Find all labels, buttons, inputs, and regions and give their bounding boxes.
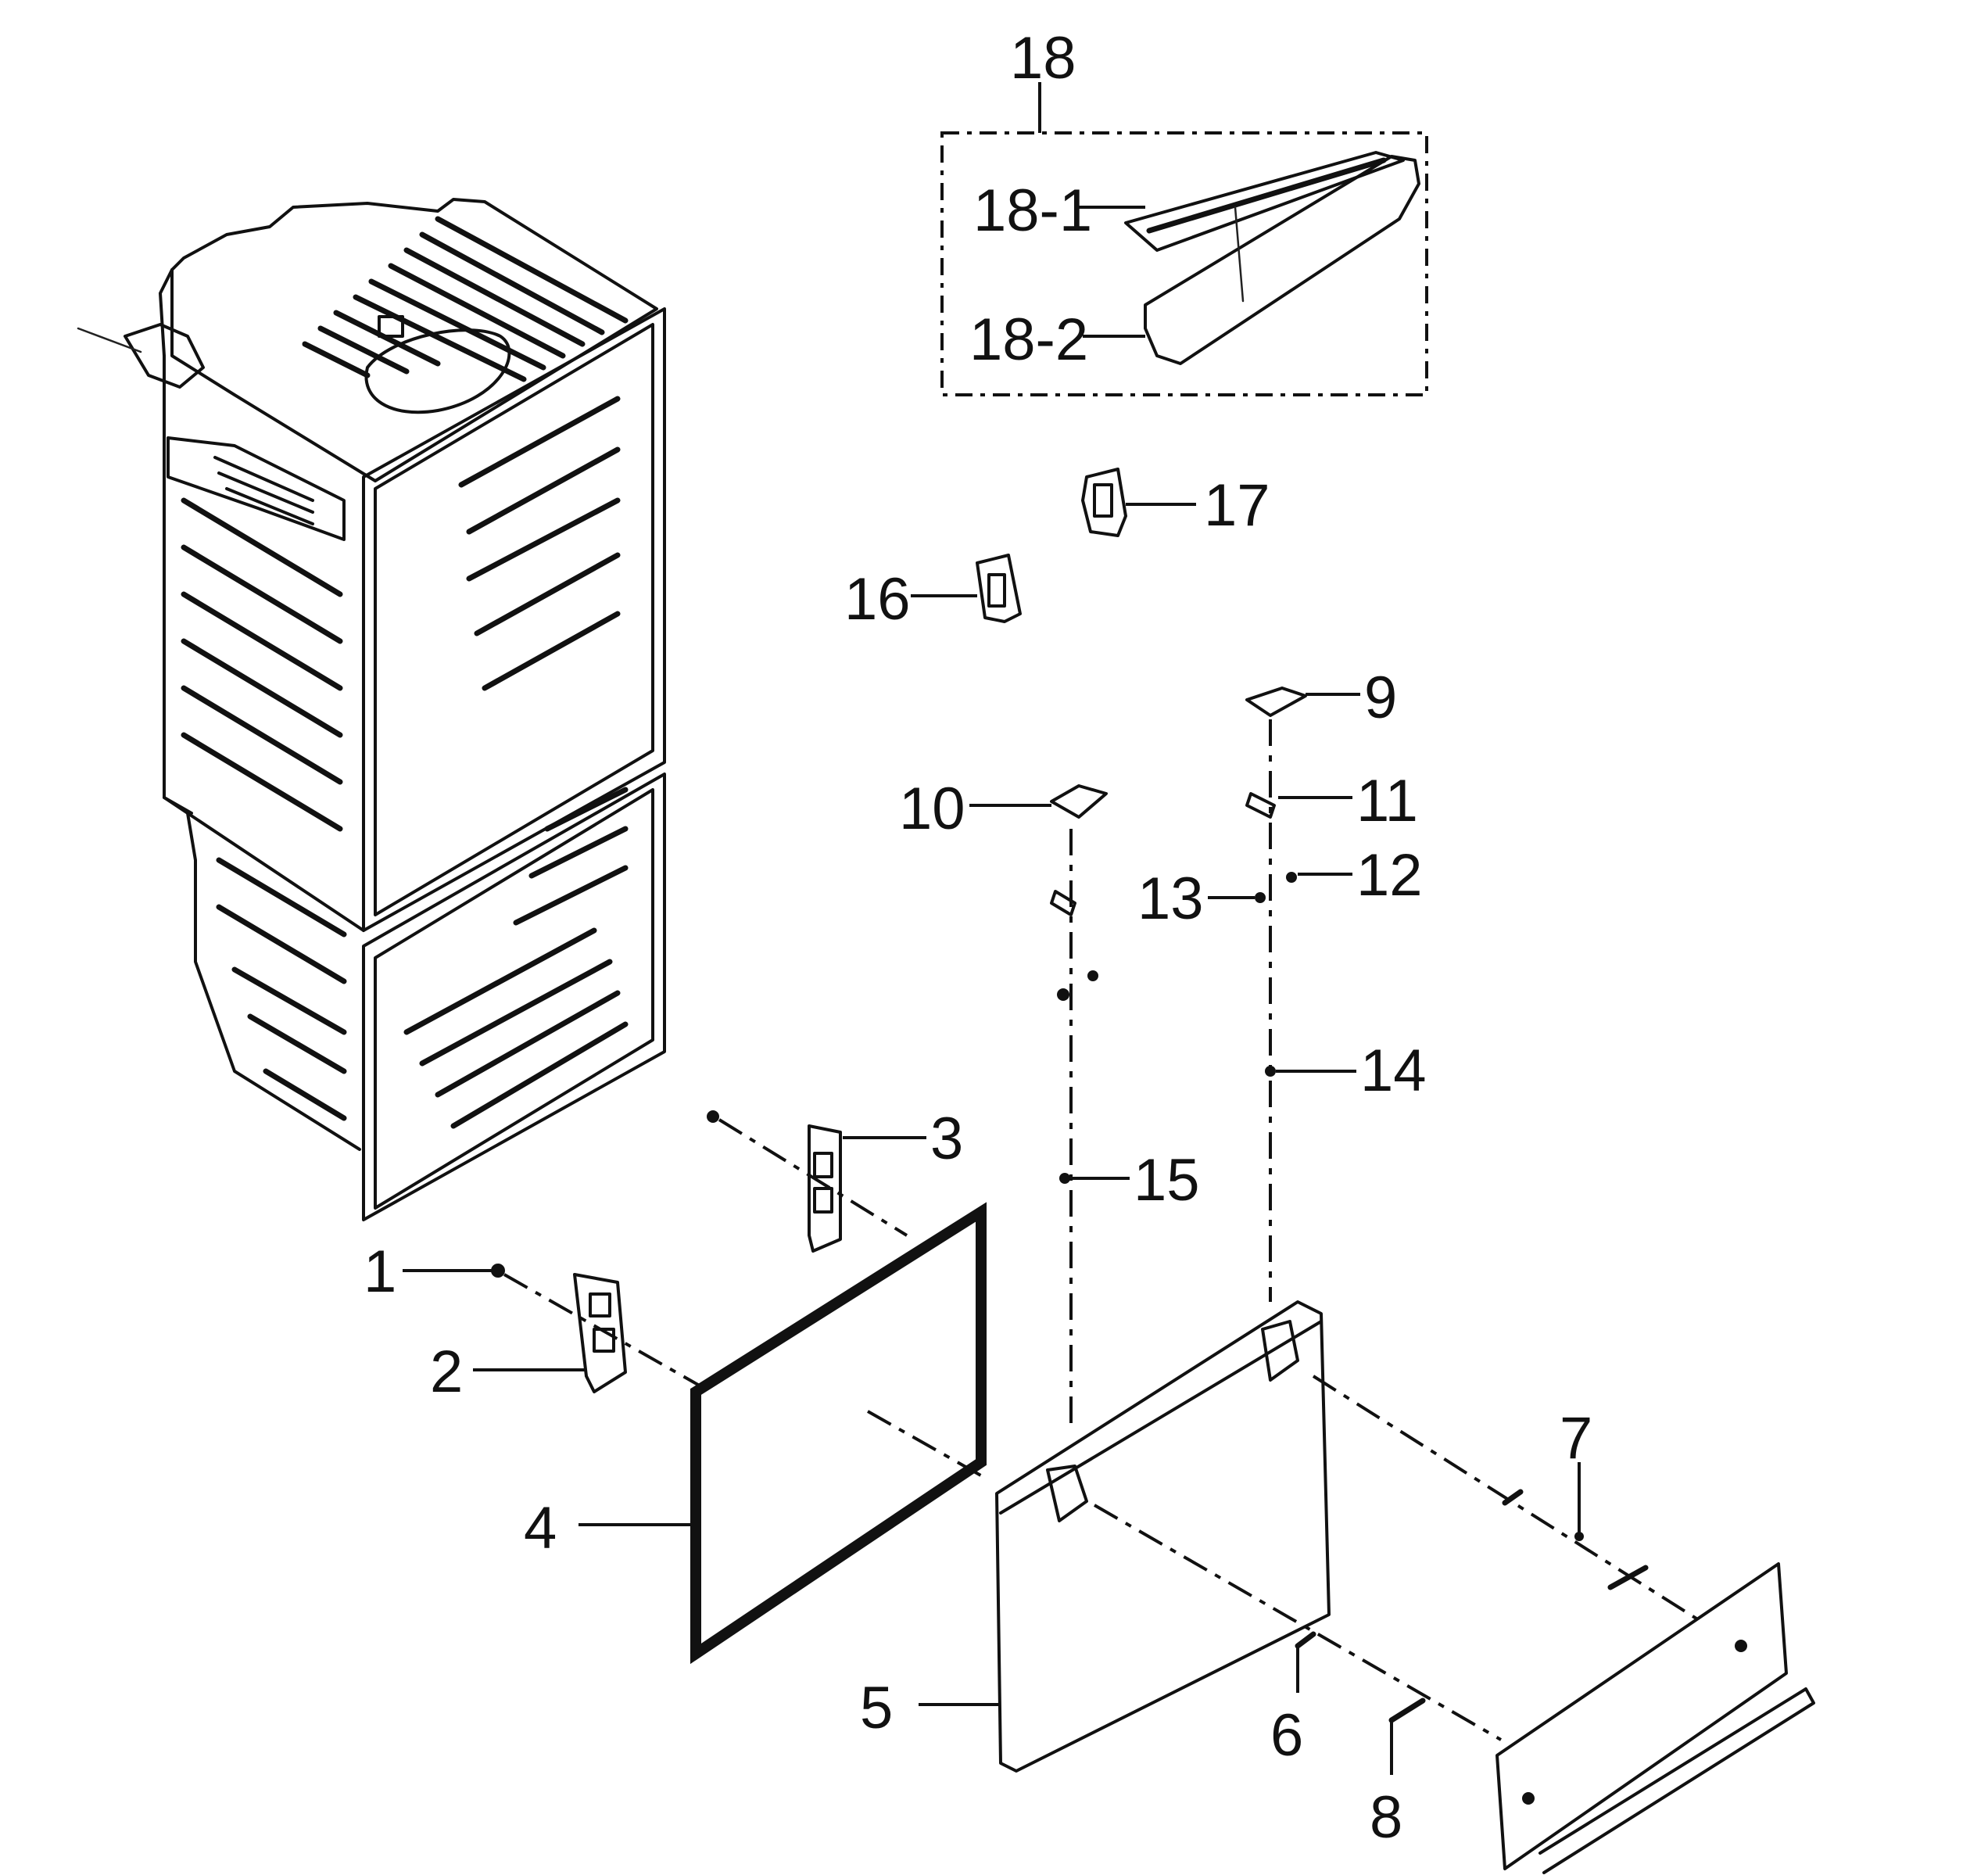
callout-9: 9 bbox=[1364, 665, 1397, 731]
callout-3: 3 bbox=[930, 1106, 963, 1172]
callout-14: 14 bbox=[1360, 1038, 1427, 1104]
door-gasket-icon bbox=[578, 1202, 987, 1665]
callout-12: 12 bbox=[1356, 842, 1423, 909]
callout-frame-18 bbox=[940, 82, 1428, 396]
refrigerator-cabinet-icon bbox=[77, 198, 666, 1221]
drawer-handle-icon bbox=[1495, 1562, 1815, 1874]
callout-4: 4 bbox=[524, 1495, 557, 1561]
hinge-bracket-3 bbox=[707, 1110, 926, 1253]
callout-1: 1 bbox=[364, 1239, 396, 1305]
callout-18-2: 18-2 bbox=[969, 307, 1088, 373]
callout-6: 6 bbox=[1270, 1702, 1303, 1769]
callout-7: 7 bbox=[1560, 1405, 1592, 1472]
cover-part-9 bbox=[1245, 687, 1360, 717]
door-panel-icon bbox=[919, 1300, 1698, 1773]
cam-clip-icon bbox=[1081, 468, 1196, 537]
callout-16: 16 bbox=[844, 566, 911, 633]
callout-15: 15 bbox=[1134, 1147, 1200, 1214]
hardware-11-12-13-14-15 bbox=[1050, 792, 1356, 1184]
callout-18: 18 bbox=[1010, 25, 1076, 91]
callout-labels: 18 18-1 18-2 17 16 9 10 11 12 13 14 15 3… bbox=[364, 25, 1592, 1851]
callout-10: 10 bbox=[899, 776, 965, 842]
callout-5: 5 bbox=[860, 1675, 893, 1741]
callout-11: 11 bbox=[1356, 768, 1418, 834]
hardware-6-7-8 bbox=[1295, 1462, 1649, 1775]
callout-17: 17 bbox=[1204, 472, 1270, 539]
cover-part-10 bbox=[969, 784, 1108, 819]
callout-2: 2 bbox=[430, 1339, 463, 1405]
callout-18-1: 18-1 bbox=[973, 177, 1092, 244]
hinge-bracket-icon bbox=[911, 554, 1022, 623]
hinge-bracket-2 bbox=[403, 1264, 704, 1393]
callout-8: 8 bbox=[1370, 1784, 1402, 1851]
hinge-cover-icon bbox=[1079, 151, 1420, 365]
callout-13: 13 bbox=[1137, 866, 1204, 932]
